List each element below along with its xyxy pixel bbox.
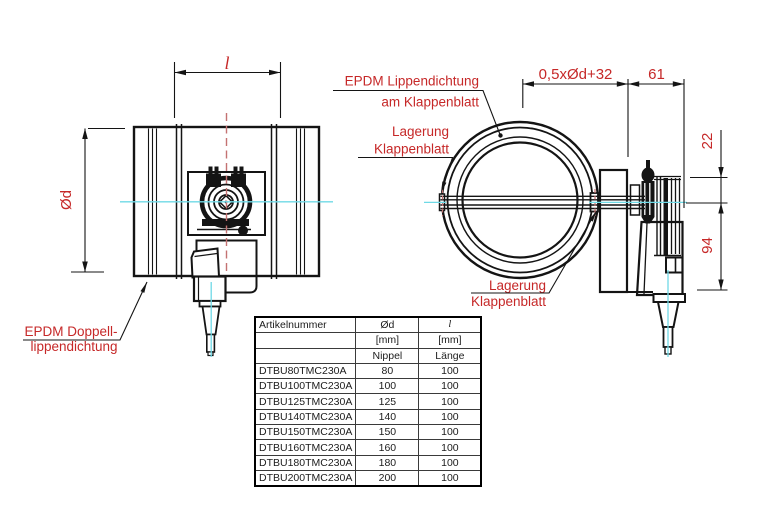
actuator-plate	[187, 171, 266, 236]
length-cell: 100	[418, 424, 482, 441]
length-cell: 100	[418, 469, 482, 487]
table-row: DTBU80TMC230A 80 100	[254, 362, 482, 380]
front-view: l Ød EPDM Doppell- lippendichtung	[23, 53, 333, 357]
col2-header: Ød	[355, 316, 420, 334]
article-table: Artikelnummer Ød l [mm] [mm] Nippel Läng…	[254, 316, 483, 488]
dim-label-diameter: Ød	[58, 190, 75, 210]
actuator-cap	[190, 247, 221, 279]
lip-seal-label-line2: am Klappenblatt	[381, 95, 479, 110]
actuator-bracket	[598, 168, 629, 294]
article-cell: DTBU160TMC230A	[254, 439, 357, 456]
col1-header: Artikelnummer	[254, 316, 357, 334]
bearing-top-label-line2: Klappenblatt	[374, 142, 449, 157]
table-subheader-row: Nippel Länge	[254, 347, 482, 364]
article-cell: DTBU200TMC230A	[254, 469, 357, 487]
col2-subheader: Nippel	[355, 347, 420, 364]
diameter-cell: 80	[355, 362, 420, 380]
length-cell: 100	[418, 362, 482, 380]
bearing-callout-bottom: Lagerung Klappenblatt	[471, 211, 597, 309]
bearing-bottom-label-line2: Klappenblatt	[471, 294, 546, 309]
length-cell: 100	[418, 454, 482, 471]
double-lip-seal-label-line2: lippendichtung	[30, 339, 117, 354]
length-cell: 100	[418, 439, 482, 456]
dim-label-top-height: 22	[699, 133, 716, 150]
article-cell: DTBU125TMC230A	[254, 393, 357, 410]
double-lip-seal-callout: EPDM Doppell- lippendichtung	[23, 281, 148, 354]
col2-unit: [mm]	[355, 332, 420, 349]
dim-label-length: l	[224, 53, 229, 73]
dimension-right-group: 22 94	[686, 130, 728, 291]
diameter-cell: 150	[355, 424, 420, 441]
length-cell: 100	[418, 378, 482, 395]
actuator-knob-dot	[238, 225, 248, 236]
diameter-cell: 140	[355, 408, 420, 426]
col3-subheader: Länge	[418, 347, 482, 364]
dim-label-offset: 61	[648, 66, 665, 83]
motor-base	[652, 293, 686, 303]
table-row: DTBU100TMC230A 100 100	[254, 378, 482, 395]
bearing-top-label-line1: Lagerung	[392, 124, 449, 139]
dimension-diameter: Ød	[58, 127, 125, 273]
table-row: DTBU160TMC230A 160 100	[254, 439, 482, 456]
lip-seal-callout: EPDM Lippendichtung am Klappenblatt	[333, 74, 503, 138]
side-view: 0,5xØd+32 61 22 94 EPDM Lippendichtung a…	[333, 66, 728, 357]
actuator-housing	[195, 239, 258, 294]
dim-label-blade: 0,5xØd+32	[539, 66, 613, 83]
article-cell: DTBU150TMC230A	[254, 424, 357, 441]
table-header-row: Artikelnummer Ød l	[254, 316, 482, 334]
article-cell: DTBU80TMC230A	[254, 362, 357, 380]
article-cell: DTBU180TMC230A	[254, 454, 357, 471]
table-row: DTBU200TMC230A 200 100	[254, 469, 482, 487]
length-cell: 100	[418, 393, 482, 410]
article-cell: DTBU100TMC230A	[254, 378, 357, 395]
table-row: DTBU125TMC230A 125 100	[254, 393, 482, 410]
col3-header: l	[418, 316, 482, 334]
actuator-motor-icon	[197, 166, 253, 236]
bearing-callout-top: Lagerung Klappenblatt	[358, 124, 454, 193]
dimension-top-group: 0,5xØd+32 61	[522, 66, 685, 208]
motor-detail-box	[665, 256, 684, 274]
table-row: DTBU140TMC230A 140 100	[254, 408, 482, 426]
diameter-cell: 100	[355, 378, 420, 395]
lip-seal-label-line1: EPDM Lippendichtung	[345, 74, 479, 89]
table-unit-row: [mm] [mm]	[254, 332, 482, 349]
diameter-cell: 160	[355, 439, 420, 456]
dimension-length: l	[173, 53, 282, 118]
bearing-bottom-label-line1: Lagerung	[489, 278, 546, 293]
double-lip-seal-label-line1: EPDM Doppell-	[24, 324, 117, 339]
length-cell: 100	[418, 408, 482, 426]
diameter-cell: 200	[355, 469, 420, 487]
diameter-cell: 125	[355, 393, 420, 410]
article-cell: DTBU140TMC230A	[254, 408, 357, 426]
diameter-cell: 180	[355, 454, 420, 471]
table-row: DTBU180TMC230A 180 100	[254, 454, 482, 471]
table-row: DTBU150TMC230A 150 100	[254, 424, 482, 441]
dim-label-bottom-height: 94	[699, 237, 716, 254]
col3-unit: [mm]	[418, 332, 482, 349]
